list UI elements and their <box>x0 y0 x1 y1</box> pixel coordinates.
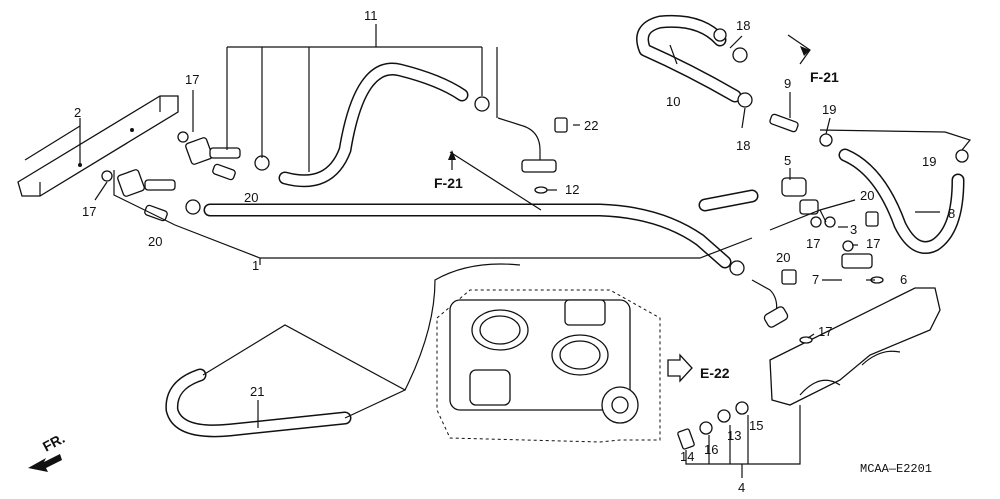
leader-lines <box>24 24 972 478</box>
callout-12: 12 <box>565 182 579 197</box>
ref-arrows <box>448 46 810 383</box>
hose-21 <box>165 368 352 438</box>
callout-19-b: 19 <box>922 154 936 169</box>
callout-20-d: 20 <box>776 250 790 265</box>
callout-labels: 1 2 3 4 5 6 7 8 9 10 11 12 13 14 15 16 1… <box>40 8 955 495</box>
callout-4: 4 <box>738 480 745 495</box>
callout-19-a: 19 <box>822 102 836 117</box>
callout-7: 7 <box>812 272 819 287</box>
hose-8 <box>838 148 965 254</box>
callout-17-c: 17 <box>806 236 820 251</box>
fittings <box>101 28 969 450</box>
callout-6: 6 <box>900 272 907 287</box>
callout-3: 3 <box>850 222 857 237</box>
front-arrow-icon <box>28 454 62 472</box>
callout-20-a: 20 <box>244 190 258 205</box>
callout-21: 21 <box>250 384 264 399</box>
hose-10 <box>636 14 742 103</box>
ref-f21-right: F-21 <box>810 69 839 85</box>
callout-1: 1 <box>252 258 259 273</box>
callout-2: 2 <box>74 105 81 120</box>
callout-10: 10 <box>666 94 680 109</box>
callout-20-b: 20 <box>148 234 162 249</box>
callout-11: 11 <box>364 8 378 23</box>
callout-22: 22 <box>584 118 598 133</box>
front-label: FR. <box>40 430 67 455</box>
callout-9: 9 <box>784 76 791 91</box>
callout-18-a: 18 <box>736 18 750 33</box>
callout-18-b: 18 <box>736 138 750 153</box>
hose-11 <box>278 62 469 188</box>
hose-1 <box>203 189 759 269</box>
callout-16: 16 <box>704 442 718 457</box>
callout-5: 5 <box>784 153 791 168</box>
callout-8: 8 <box>948 206 955 221</box>
callout-17-e: 17 <box>818 324 832 339</box>
callout-13: 13 <box>727 428 741 443</box>
callout-14: 14 <box>680 449 694 464</box>
callout-17-d: 17 <box>866 236 880 251</box>
throttle-body <box>436 289 661 443</box>
callout-20-c: 20 <box>860 188 874 203</box>
callout-15: 15 <box>749 418 763 433</box>
bracket-4 <box>769 287 941 406</box>
callout-17-a: 17 <box>185 72 199 87</box>
ref-e22: E-22 <box>700 365 730 381</box>
drawing-code: MCAA—E2201 <box>860 462 932 476</box>
callout-17-b: 17 <box>82 204 96 219</box>
ref-f21-left: F-21 <box>434 175 463 191</box>
